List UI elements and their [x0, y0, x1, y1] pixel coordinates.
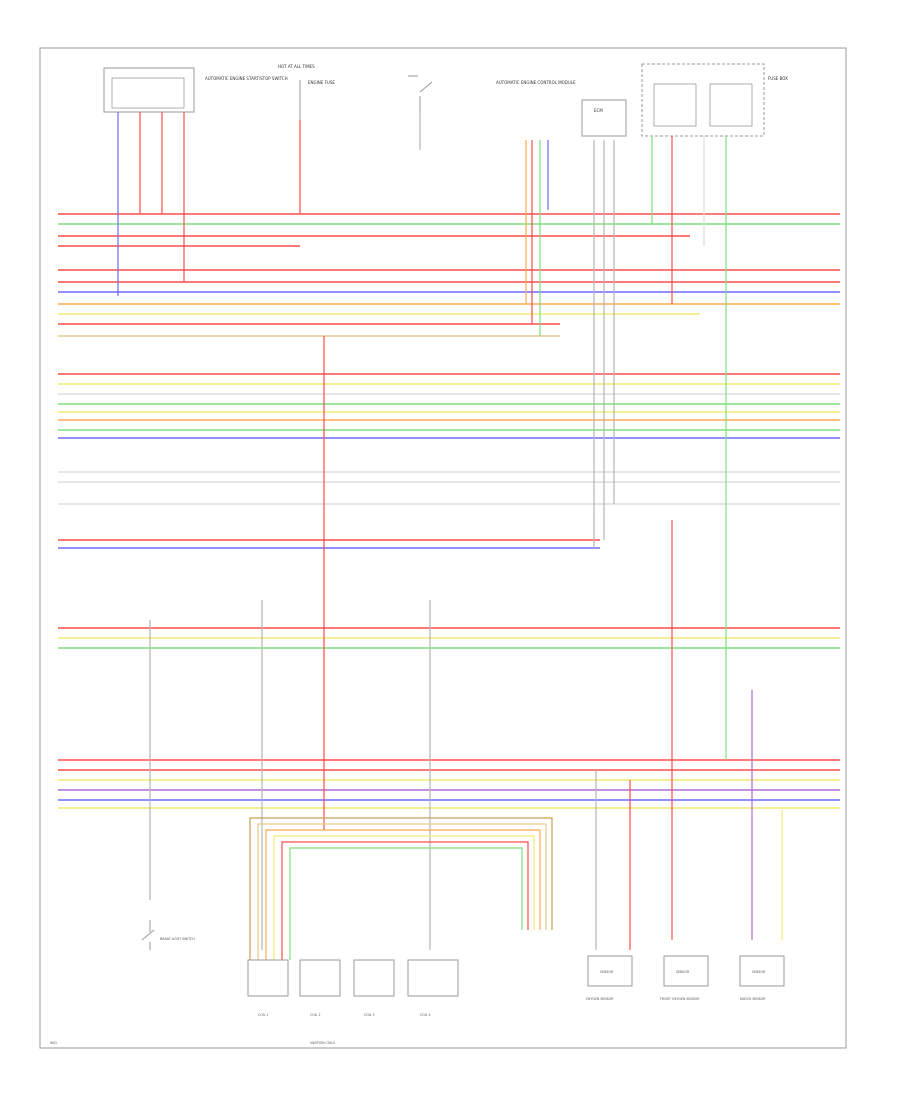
- top-components: AUTOMATIC ENGINE START/STOP SWITCH HOT A…: [103, 63, 788, 137]
- coil-bundle-wire-5: [281, 841, 529, 960]
- coil-bundle-wire-2: [257, 823, 547, 960]
- coil-bundle-wire-6: [289, 847, 523, 960]
- ecm-box: [581, 99, 627, 137]
- sensor-box-3-label: SENSOR: [752, 970, 766, 974]
- start-stop-switch-inner: [111, 77, 185, 109]
- fuse-top-label: HOT AT ALL TIMES: [278, 64, 315, 69]
- coil-box-1: [247, 959, 289, 997]
- footer-left: W/D: [50, 1041, 57, 1045]
- fuse-box-cell-1: [653, 83, 697, 127]
- sensor-2-caption: FRONT OXYGEN SENSOR: [660, 997, 700, 1001]
- coil-4-label: COIL 4: [420, 1013, 431, 1017]
- coil-bundle-wire-4: [273, 835, 535, 960]
- brake-switch-label: BRAKE LIGHT SWITCH: [160, 937, 195, 941]
- coil-box-2: [299, 959, 341, 997]
- sensor-box-3: [739, 955, 785, 987]
- start-stop-switch-label: AUTOMATIC ENGINE START/STOP SWITCH: [205, 76, 288, 81]
- sensor-box-2: [663, 955, 709, 987]
- fuse-top-label-2: ENGINE FUSE: [308, 80, 335, 85]
- fuse-box-cell-2: [709, 83, 753, 127]
- ecm-box-label: ECM: [594, 108, 603, 113]
- sensor-1-caption: OXYGEN SENSOR: [586, 997, 614, 1001]
- diagram-frame: [39, 47, 847, 1049]
- brake-switch-symbol: [141, 920, 155, 950]
- sensor-box-1: [587, 955, 633, 987]
- sensor-box-2-label: SENSOR: [676, 970, 690, 974]
- start-stop-switch-box: [103, 67, 195, 113]
- ecm-top-label: AUTOMATIC ENGINE CONTROL MODULE: [496, 80, 576, 85]
- wire-bus: [58, 112, 840, 960]
- coil-box-4: [407, 959, 459, 997]
- coil-2-label: COIL 2: [310, 1013, 321, 1017]
- coil-box-3: [353, 959, 395, 997]
- coil-bundle-wire-3: [265, 829, 541, 960]
- sensor-box-1-label: SENSOR: [600, 970, 614, 974]
- coil-1-label: COIL 1: [258, 1013, 269, 1017]
- bottom-components: COIL 1 COIL 2 COIL 3 COIL 4 SENSOR SENSO…: [50, 920, 785, 1045]
- coil-bundle-wire-1: [249, 817, 553, 960]
- fuse-box: [641, 63, 765, 137]
- footer-center: IGNITION COILS: [310, 1041, 335, 1045]
- coil-3-label: COIL 3: [364, 1013, 375, 1017]
- fuse-box-label: FUSE BOX: [768, 76, 788, 81]
- sensor-3-caption: KNOCK SENSOR: [740, 997, 766, 1001]
